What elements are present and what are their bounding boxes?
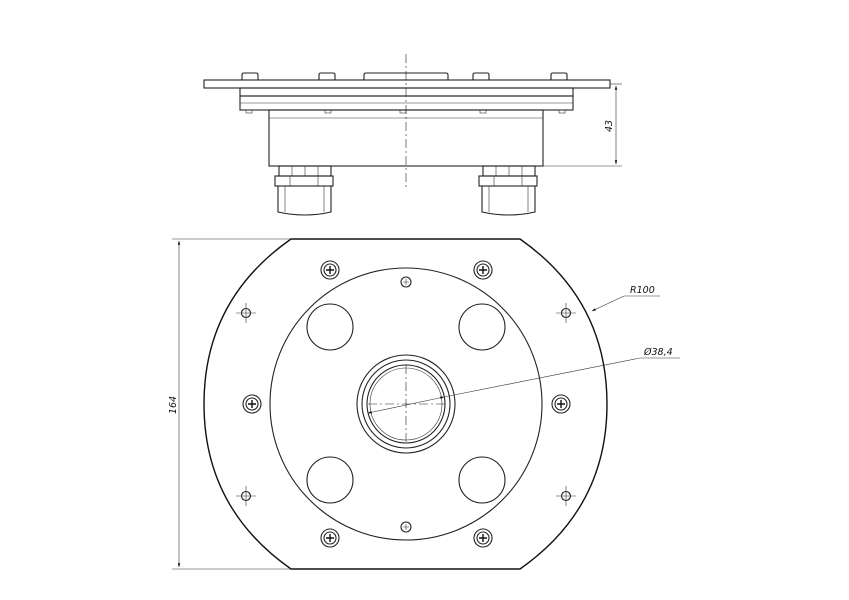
plan-inner-housing [269, 267, 543, 541]
plan-center-port-outer [356, 354, 456, 454]
side-bolt-heads [241, 72, 568, 80]
width-dimension: 164 [168, 238, 291, 570]
diameter-leader: Ø38,4 [367, 347, 680, 414]
plan-mounting-holes [236, 303, 576, 506]
plan-view: 164 R100 Ø38,4 [168, 238, 680, 570]
side-top-plate [203, 79, 611, 89]
side-cable-gland-right [478, 165, 538, 216]
radius-leader: R100 [591, 285, 660, 312]
height-dimension: 43 [543, 83, 622, 167]
height-dimension-label: 43 [604, 120, 615, 132]
plan-large-holes [306, 303, 506, 504]
side-view: 43 [203, 54, 622, 216]
side-cable-gland-left [274, 165, 334, 216]
plan-outer-flange [203, 238, 608, 570]
plan-center-port-ring [361, 359, 451, 449]
plan-screws [242, 260, 571, 548]
side-mid-plate [239, 87, 574, 97]
width-dimension-label: 164 [168, 396, 179, 414]
radius-label: R100 [630, 285, 655, 296]
diameter-label: Ø38,4 [643, 347, 673, 358]
